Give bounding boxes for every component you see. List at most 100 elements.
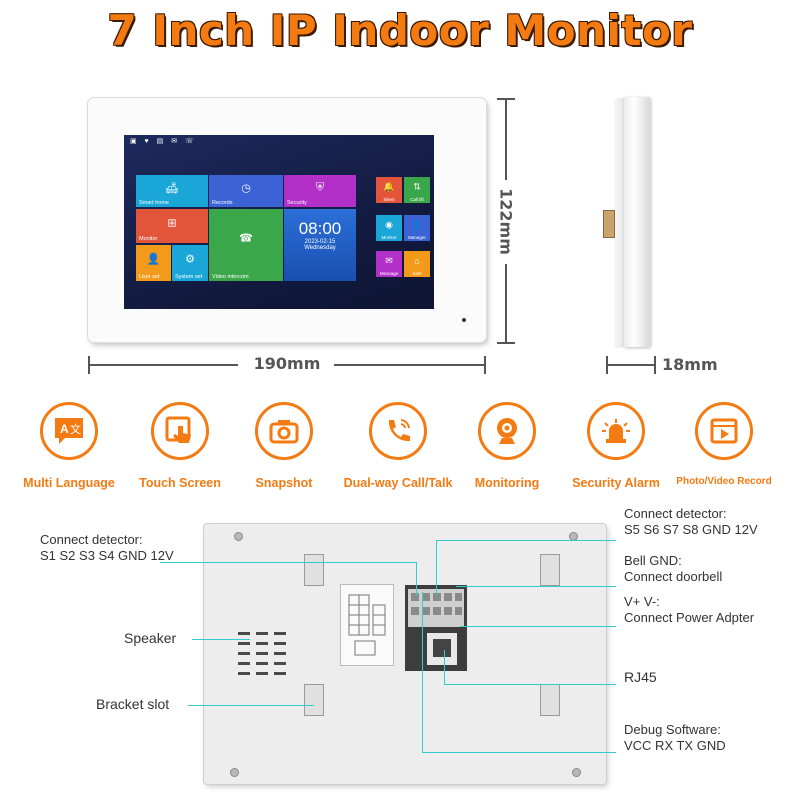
home-icon: ⌂ xyxy=(414,256,420,267)
callout-line xyxy=(460,626,616,627)
tile-label: Video intercom xyxy=(212,274,249,280)
callout-text: V+ V-: xyxy=(624,594,660,609)
callout-bracket-slot: Bracket slot xyxy=(96,696,170,712)
tile-message[interactable]: ✉ Message xyxy=(376,251,402,277)
width-dim-line-right xyxy=(334,364,486,366)
bracket-slot xyxy=(304,684,324,716)
tile-label: Security xyxy=(287,200,307,206)
callout-bell-gnd: Bell GND: Connect doorbell xyxy=(624,553,722,585)
screw xyxy=(230,768,239,777)
tile-safe[interactable]: ⌂ Safe xyxy=(404,251,430,277)
feature-label: Snapshot xyxy=(255,476,313,490)
speaker-slot xyxy=(256,662,268,665)
feature-label: Multi Language xyxy=(23,476,115,490)
callout-connect-detector-right: Connect detector: S5 S6 S7 S8 GND 12V xyxy=(624,506,758,538)
width-dim-tick-left xyxy=(88,356,90,374)
callout-line xyxy=(192,639,250,640)
speaker-slot xyxy=(274,672,286,675)
callout-line xyxy=(436,540,437,596)
tile-security[interactable]: ⛨ Security xyxy=(284,175,356,207)
depth-dim-tick-left xyxy=(606,356,608,374)
intercom-icon: ☎ xyxy=(239,232,253,245)
tile-label: Smart home xyxy=(139,200,169,206)
wiring-label-sticker xyxy=(340,584,394,666)
sofa-icon: 🛋 xyxy=(165,182,179,195)
tile-label: Manager xyxy=(408,235,426,240)
tile-manager[interactable]: 👤 Manager xyxy=(404,215,430,241)
tile-monitor[interactable]: ⊞ Monitor xyxy=(136,209,208,243)
network-icon: ⊞ xyxy=(167,217,177,230)
message-icon: ✉ xyxy=(385,255,393,266)
bell-icon: 🔔 xyxy=(383,181,395,192)
feature-touch-screen: Touch Screen xyxy=(124,402,236,490)
siren-icon xyxy=(587,402,645,460)
speaker-slot xyxy=(238,642,250,645)
callout-line xyxy=(422,592,423,752)
tile-label: Silent xyxy=(383,197,395,202)
depth-dim-tick-right xyxy=(654,356,656,374)
feature-label: Touch Screen xyxy=(139,476,221,490)
callout-line xyxy=(422,752,616,753)
width-dim-line-left xyxy=(88,364,238,366)
tile-side-monitor[interactable]: ◉ Monitor xyxy=(376,215,402,241)
feature-snapshot: Snapshot xyxy=(228,402,340,490)
speaker-slot xyxy=(256,652,268,655)
video-icon xyxy=(695,402,753,460)
tile-label: Records xyxy=(212,200,233,206)
svg-text:A: A xyxy=(60,422,69,436)
speaker-slot xyxy=(256,642,268,645)
webcam-icon xyxy=(478,402,536,460)
feature-dual-way-call: Dual-way Call/Talk xyxy=(342,402,454,490)
depth-label: 18mm xyxy=(662,355,718,374)
tile-label: Message xyxy=(379,271,399,276)
touch-icon xyxy=(151,402,209,460)
tile-silent[interactable]: 🔔 Silent xyxy=(376,177,402,203)
feature-photo-video-record: Photo/Video Record xyxy=(668,402,780,487)
tile-system-set[interactable]: ⚙ System set xyxy=(172,245,208,281)
callout-text: Debug Software: xyxy=(624,722,721,737)
callout-text: Connect detector: xyxy=(40,532,143,547)
terminal-block xyxy=(405,585,467,671)
speaker-slot xyxy=(256,632,268,635)
clock-date: 2023-02-15 xyxy=(304,239,336,245)
speaker-slot xyxy=(238,652,250,655)
callout-rj45: RJ45 xyxy=(624,669,657,685)
callout-text: VCC RX TX GND xyxy=(624,738,726,753)
clock-icon: ◷ xyxy=(241,182,251,195)
clock-time: 08:00 xyxy=(298,219,342,238)
speaker-slot xyxy=(238,672,250,675)
tile-records[interactable]: ◷ Records xyxy=(209,175,283,207)
feature-label: Monitoring xyxy=(474,476,540,490)
bracket-slot xyxy=(540,554,560,586)
screw xyxy=(234,532,243,541)
sensor-dot xyxy=(462,318,466,322)
width-label: 190mm xyxy=(253,354,321,373)
tile-user-set[interactable]: 👤 User set xyxy=(136,245,171,281)
height-label: 122mm xyxy=(496,188,516,255)
tile-video-intercom[interactable]: ☎ Video intercom xyxy=(209,209,283,281)
tile-label: Safe xyxy=(412,271,422,276)
callout-debug-software: Debug Software: VCC RX TX GND xyxy=(624,722,726,754)
tile-label: Monitor xyxy=(139,236,158,242)
tile-smart-home[interactable]: 🛋 Smart home xyxy=(136,175,208,207)
callout-line xyxy=(436,540,616,541)
callout-power: V+ V-: Connect Power Adpter xyxy=(624,594,754,626)
callout-text: Connect Power Adpter xyxy=(624,610,755,625)
clock-widget: 08:00 2023-02-15 Wednesday xyxy=(284,209,356,281)
tile-call-lift[interactable]: ⇅ Call lift xyxy=(404,177,430,203)
user-icon: 👤 xyxy=(146,253,161,266)
callout-connect-detector-left: Connect detector: S1 S2 S3 S4 GND 12V xyxy=(40,532,174,564)
callout-line xyxy=(444,650,445,684)
height-dim-line-bottom xyxy=(505,264,507,344)
speaker-slot xyxy=(274,642,286,645)
speaker-slot xyxy=(274,652,286,655)
camera-icon xyxy=(255,402,313,460)
svg-text:文: 文 xyxy=(70,422,81,436)
feature-label: Dual-way Call/Talk xyxy=(343,476,453,490)
height-dim-tick-top xyxy=(497,98,515,100)
speaker-slot xyxy=(274,662,286,665)
camera-icon: ◉ xyxy=(385,219,393,230)
speaker-slot xyxy=(238,662,250,665)
